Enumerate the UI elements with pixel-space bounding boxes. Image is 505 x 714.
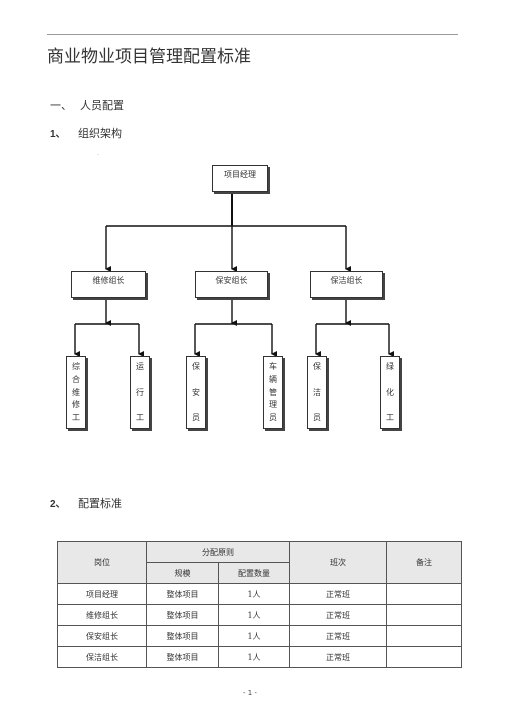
org-node-char: 运 [136, 362, 144, 371]
org-node-cleaner: 保洁员 [307, 356, 327, 429]
cell-shift: 正常班 [289, 646, 387, 668]
org-node-char: 洁 [313, 387, 321, 397]
org-node-char: 化 [386, 387, 394, 397]
section-heading-personnel: 一、 人员配置 [50, 97, 124, 113]
cell-count: 1人 [218, 583, 290, 605]
subsection-heading-org: 1、 组织架构 [50, 125, 122, 140]
org-node-char: 员 [269, 413, 277, 422]
cell-scale: 整体项目 [146, 604, 219, 626]
cell-remark [386, 583, 462, 605]
cell-position: 保安组长 [57, 625, 147, 647]
org-node-char: 行 [136, 387, 144, 397]
org-node-char: 工 [386, 413, 394, 422]
subsection-heading-config: 2、 配置标准 [50, 495, 122, 510]
page-number: - 1 - [243, 689, 257, 697]
subsection-label: 配置标准 [78, 497, 122, 510]
section-marker: 一、 [50, 99, 72, 112]
cell-count: 1人 [218, 625, 290, 647]
subsection-marker: 1、 [50, 129, 66, 140]
org-node-char: 绿 [386, 362, 394, 371]
cell-count: 1人 [218, 604, 290, 626]
org-node-security-guard: 保安员 [186, 356, 206, 429]
org-node-char: 管 [269, 387, 277, 397]
org-node-char: 员 [313, 413, 321, 422]
cell-scale: 整体项目 [146, 583, 219, 605]
org-node-char: 员 [192, 413, 200, 422]
table-row: 项目经理 整体项目 1人 正常班 [57, 583, 462, 605]
org-node-char: 综 [72, 362, 80, 371]
section-label: 人员配置 [80, 99, 124, 112]
cell-shift: 正常班 [289, 604, 387, 626]
org-node-project-manager: 项目经理 [212, 165, 268, 192]
cell-position: 保洁组长 [57, 646, 147, 668]
header-shift: 班次 [289, 541, 387, 584]
table-row: 保洁组长 整体项目 1人 正常班 [57, 646, 462, 668]
document-title: 商业物业项目管理配置标准 [47, 47, 251, 67]
org-node-char: 保 [192, 362, 200, 371]
cell-remark [386, 646, 462, 668]
org-node-landscaping-worker: 绿化工 [380, 356, 400, 429]
org-node-char: 合 [72, 374, 80, 384]
org-node-maintenance-lead: 维修组长 [71, 271, 146, 298]
org-node-char: 保 [313, 362, 321, 371]
org-node-vehicle-manager: 车辆管理员 [263, 356, 283, 429]
cell-remark [386, 625, 462, 647]
header-principle: 分配原则 [146, 541, 290, 563]
cell-count: 1人 [218, 646, 290, 668]
org-node-operation-worker: 运行工 [130, 356, 150, 429]
org-node-char: 修 [72, 400, 80, 410]
cell-shift: 正常班 [289, 583, 387, 605]
cell-position: 项目经理 [57, 583, 147, 605]
stray-mark: . [97, 150, 99, 157]
org-node-char: 安 [192, 387, 200, 397]
org-node-security-lead: 保安组长 [195, 271, 268, 298]
cell-scale: 整体项目 [146, 646, 219, 668]
org-node-cleaning-lead: 保洁组长 [310, 271, 383, 298]
staffing-config-table: 岗位 分配原则 班次 备注 规模 配置数量 项目经理 整体项目 1人 正常班 维… [57, 541, 462, 668]
header-position: 岗位 [57, 541, 147, 584]
org-node-char: 维 [72, 387, 80, 397]
org-node-char: 工 [136, 413, 144, 422]
org-node-char: 理 [269, 400, 277, 410]
cell-shift: 正常班 [289, 625, 387, 647]
header-rule [47, 34, 458, 35]
table-row: 维修组长 整体项目 1人 正常班 [57, 604, 462, 626]
cell-scale: 整体项目 [146, 625, 219, 647]
org-node-char: 车 [269, 362, 277, 371]
table-row: 保安组长 整体项目 1人 正常班 [57, 625, 462, 647]
org-node-general-maintenance-worker: 综合维修工 [66, 356, 86, 429]
org-node-char: 辆 [269, 374, 277, 384]
cell-position: 维修组长 [57, 604, 147, 626]
header-scale: 规模 [146, 562, 219, 584]
org-node-char: 工 [72, 413, 80, 422]
subsection-marker: 2、 [50, 499, 66, 510]
subsection-label: 组织架构 [78, 127, 122, 140]
header-count: 配置数量 [218, 562, 290, 584]
cell-remark [386, 604, 462, 626]
header-remark: 备注 [386, 541, 462, 584]
